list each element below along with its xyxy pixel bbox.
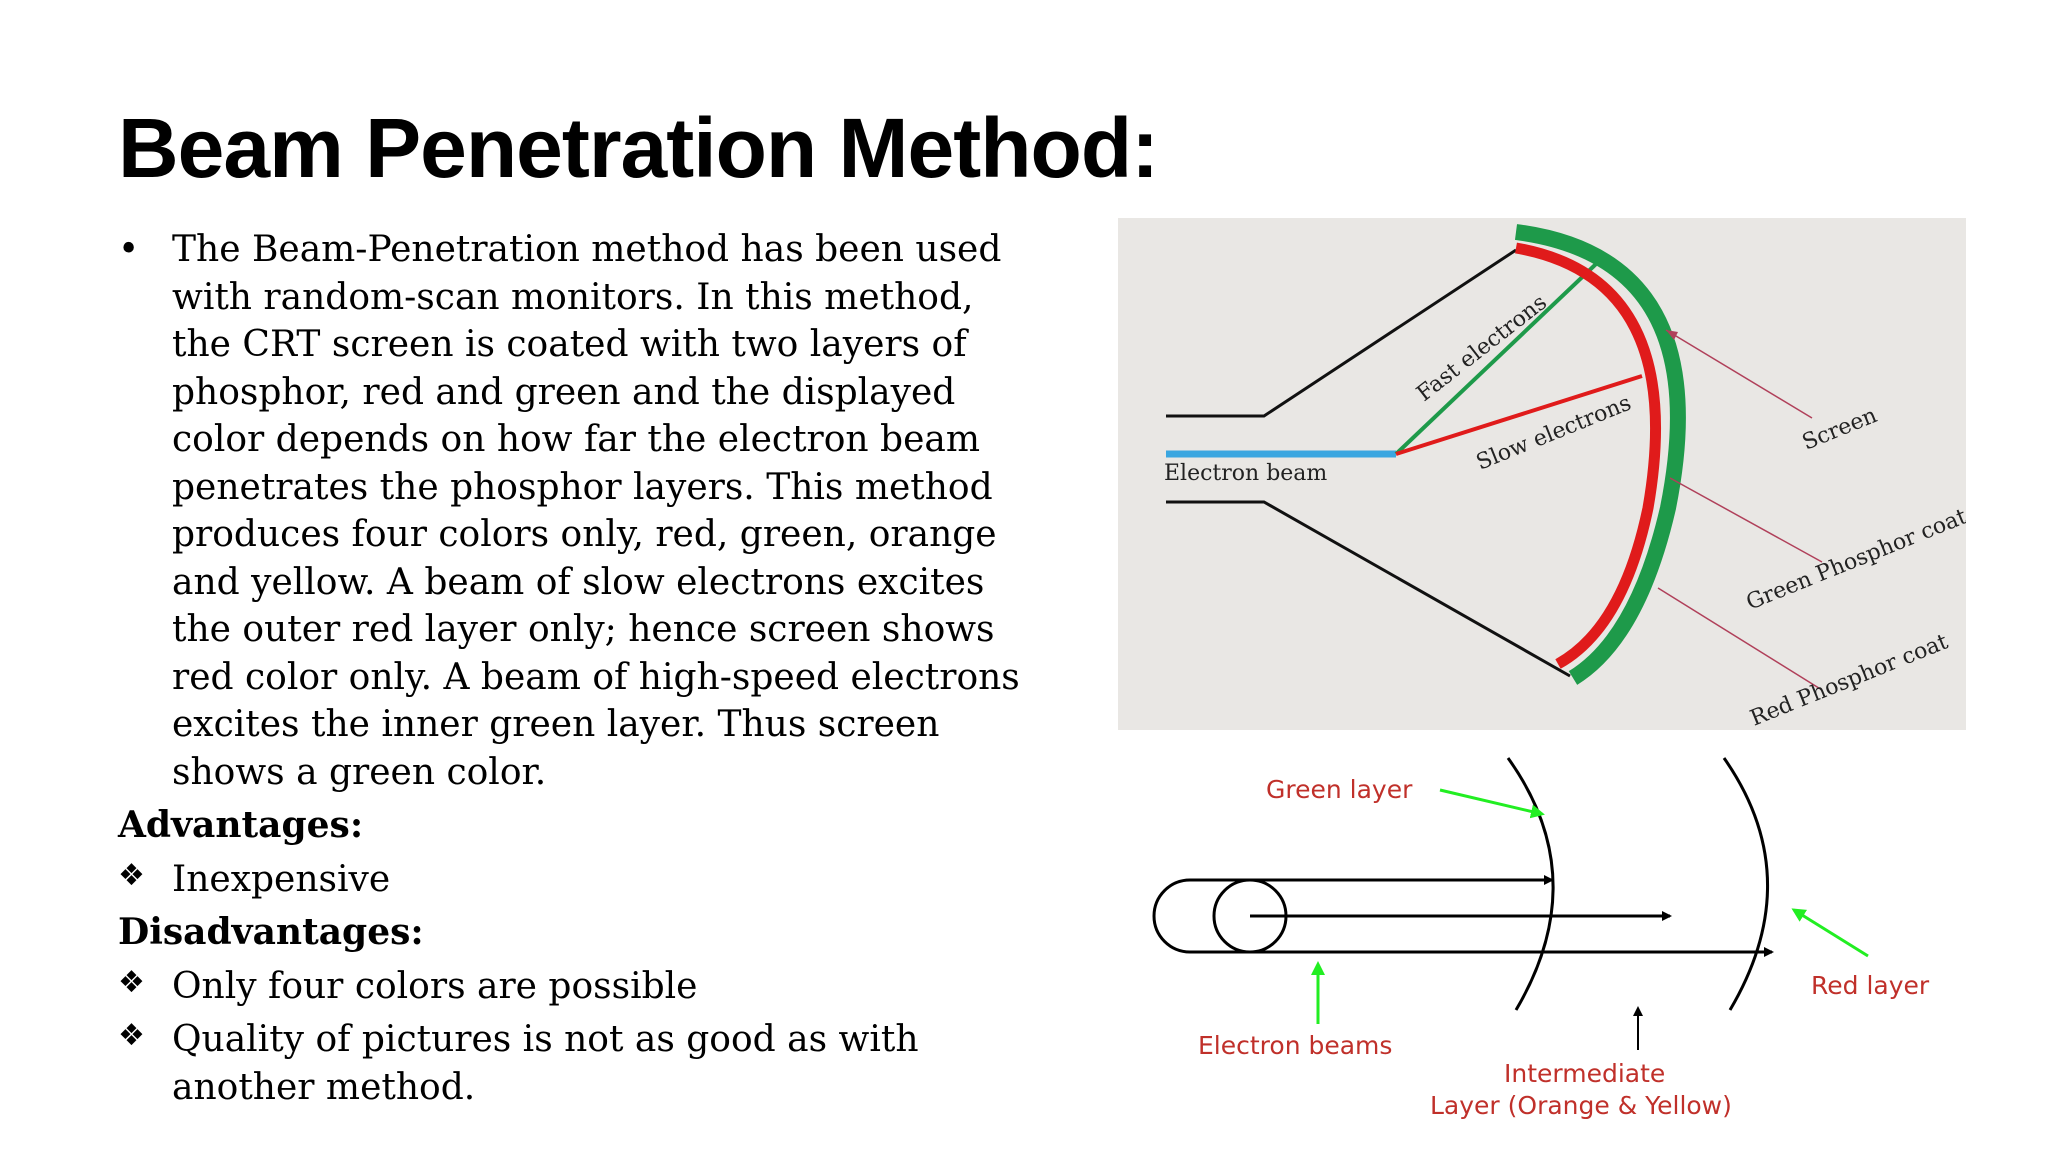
diamond-bullet-icon: ❖: [118, 857, 145, 893]
red-layer-arrow: [1791, 908, 1869, 958]
intermediate-label-line2: Layer (Orange & Yellow): [1430, 1091, 1732, 1120]
diamond-bullet-icon: ❖: [118, 964, 145, 1000]
red-phosphor-coat: [1515, 242, 1662, 669]
screen-pointer-head: [1666, 330, 1678, 340]
intermediate-label-line1: Intermediate: [1504, 1059, 1665, 1088]
electron-beams-label: Electron beams: [1198, 1031, 1392, 1060]
paragraph-line: the outer red layer only; hence screen s…: [172, 609, 995, 650]
disadvantage-text: another method.: [172, 1066, 476, 1108]
disadvantages-heading: Disadvantages:: [118, 911, 424, 953]
green-layer-label: Green layer: [1266, 775, 1413, 804]
disadvantage-item: ❖ Only four colors are possible: [118, 963, 1078, 1011]
disadvantage-text: Only four colors are possible: [172, 965, 698, 1007]
paragraph-line: penetrates the phosphor layers. This met…: [172, 466, 993, 508]
paragraph-line: The Beam-Penetration method has been use…: [172, 229, 1002, 270]
disadvantage-text: Quality of pictures is not as good as wi…: [172, 1019, 919, 1060]
crt-diagram-background: [1118, 218, 1966, 730]
tube-outline-bottom: [1166, 500, 1571, 678]
disadvantage-item: ❖ Quality of pictures is not as good as …: [118, 1016, 1078, 1111]
green-layer-arc: [1506, 757, 1555, 1011]
red-layer-label: Red layer: [1811, 971, 1930, 1000]
paragraph-line: shows a green color.: [172, 751, 547, 793]
paragraph-line: phosphor, red and green and the displaye…: [172, 371, 956, 413]
paragraph-line: excites the inner green layer. Thus scre…: [172, 704, 940, 745]
paragraph-line: color depends on how far the electron be…: [172, 419, 980, 460]
slide-body: • The Beam-Penetration method has been u…: [118, 226, 1078, 1111]
slow-electron-ray: [1395, 374, 1643, 456]
tube-outline-top: [1166, 248, 1517, 418]
red-layer-arc: [1722, 757, 1770, 1011]
green-phosphor-coat: [1514, 224, 1686, 685]
paragraph-line: and yellow. A beam of slow electrons exc…: [172, 561, 985, 603]
green-coat-pointer: [1669, 477, 1823, 563]
advantage-text: Inexpensive: [172, 858, 391, 900]
advantage-item: ❖ Inexpensive: [118, 856, 1078, 904]
screen-pointer: [1665, 329, 1813, 419]
slide-title: Beam Penetration Method:: [118, 101, 1159, 195]
paragraph-line: the CRT screen is coated with two layers…: [172, 324, 967, 365]
description-paragraph: • The Beam-Penetration method has been u…: [118, 226, 1078, 796]
red-coat-pointer: [1657, 587, 1823, 691]
fast-electron-ray: [1394, 262, 1598, 456]
electron-beam-label: Electron beam: [1164, 461, 1327, 486]
paragraph-line: produces four colors only, red, green, o…: [172, 514, 997, 555]
electron-gun-outline: [1152, 878, 1228, 954]
green-layer-arrow: [1439, 788, 1545, 819]
advantages-heading: Advantages:: [118, 804, 364, 846]
paragraph-line: red color only. A beam of high-speed ele…: [172, 656, 1020, 698]
diamond-bullet-icon: ❖: [118, 1018, 145, 1053]
bullet-icon: •: [118, 229, 140, 270]
paragraph-line: with random-scan monitors. In this metho…: [172, 276, 974, 318]
crt-diagram: Electron beam Fast electrons Slow electr…: [1118, 218, 1966, 730]
layer-diagram: Green layer Red layer Electron beams Int…: [1152, 757, 1930, 1120]
